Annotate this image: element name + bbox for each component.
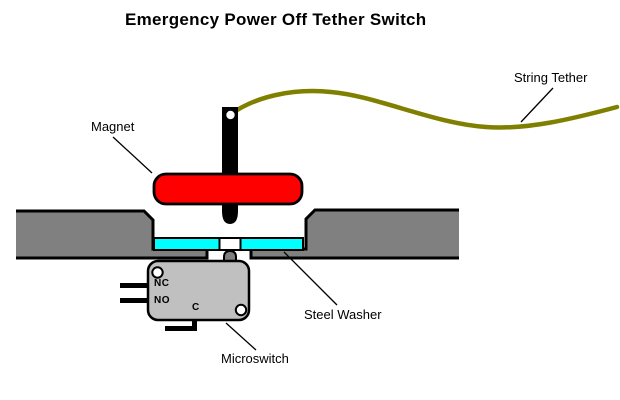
terminal-label-c: C bbox=[192, 302, 200, 313]
panel-right-shape bbox=[249, 208, 459, 260]
terminal-pin-nc bbox=[120, 283, 148, 288]
label-magnet: Magnet bbox=[91, 119, 135, 134]
microswitch-leader-line bbox=[225, 322, 257, 351]
terminal-label-no: NO bbox=[154, 295, 170, 306]
magnet-leader-line bbox=[112, 136, 153, 174]
steel-washer-leader-line bbox=[283, 251, 338, 306]
label-string-tether: String Tether bbox=[514, 70, 588, 85]
washer-hole bbox=[218, 237, 242, 251]
diagram-title: Emergency Power Off Tether Switch bbox=[125, 10, 427, 29]
terminal-pin-no bbox=[120, 298, 148, 303]
magnet-rod-shape bbox=[222, 107, 238, 224]
rod-attachment-hole bbox=[226, 110, 235, 120]
string-tether-line bbox=[228, 88, 620, 130]
microswitch-mounting-hole-bottom bbox=[234, 303, 248, 317]
terminal-pin-c bbox=[165, 320, 197, 331]
microswitch-mounting-hole-top bbox=[151, 266, 164, 279]
magnet-shape bbox=[152, 172, 304, 206]
microswitch-body bbox=[146, 259, 251, 322]
label-steel-washer: Steel Washer bbox=[304, 307, 382, 322]
label-microswitch: Microswitch bbox=[221, 351, 289, 366]
string-tether-leader-line bbox=[520, 87, 554, 123]
terminal-label-nc: NC bbox=[154, 278, 170, 289]
